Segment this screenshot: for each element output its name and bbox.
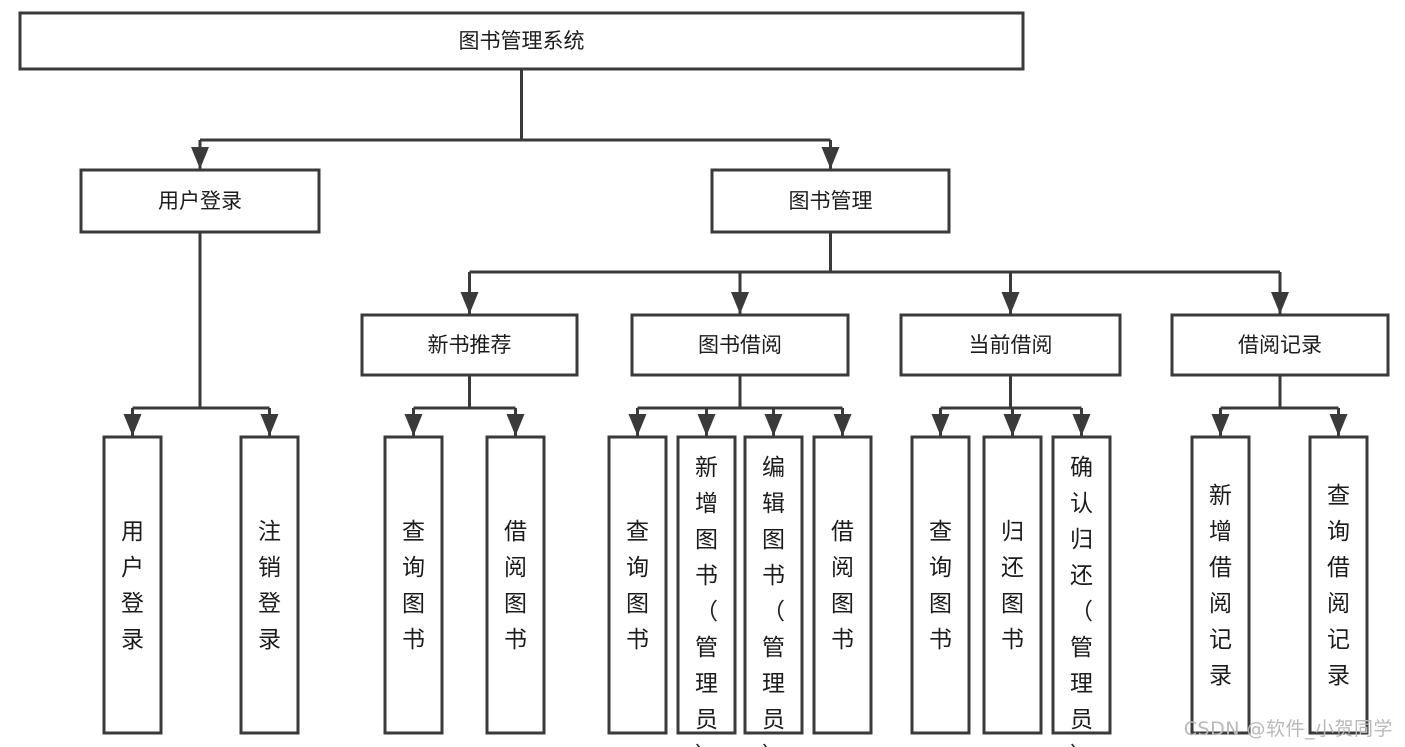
leaf-node-12[interactable]: 查询借阅记录 [1308,435,1369,735]
leaf-node-3-rect[interactable] [485,435,546,735]
arrow-head-icon [191,147,209,169]
leaf-node-9[interactable]: 归还图书 [982,435,1043,735]
arrow-head-icon [1329,414,1348,436]
level2-node-1-label: 图书管理 [789,189,873,213]
level3-node-0-label: 新书推荐 [428,333,512,357]
leaf-node-1-label: 注销登录 [258,519,281,653]
leaf-node-2-label: 查询图书 [402,519,425,653]
level3-node-3-rect[interactable] [1170,313,1390,377]
arrow-head-icon [1003,414,1022,436]
arrow-head-icon [1211,414,1230,436]
level3-node-0-rect[interactable] [360,313,579,377]
level2-node-1-rect[interactable] [710,168,951,234]
arrow-head-icon [260,414,279,436]
arrow-head-icon [833,414,852,436]
leaf-node-1[interactable]: 注销登录 [239,435,300,735]
arrow-head-icon [460,292,479,314]
arrow-head-icon [731,292,749,314]
leaf-node-0-rect[interactable] [102,435,163,735]
leaf-node-7-label: 借阅图书 [831,519,854,653]
level3-node-1-label: 图书借阅 [698,333,782,357]
leaf-node-10-label: 确认归还（管理员） [1070,455,1093,747]
leaf-node-1-rect[interactable] [239,435,300,735]
level3-node-2-rect[interactable] [899,313,1122,377]
level3-node-1[interactable]: 图书借阅 [630,313,850,377]
leaf-node-7-rect[interactable] [812,435,873,735]
leaf-node-7[interactable]: 借阅图书 [812,435,873,735]
arrow-head-icon [628,414,647,436]
leaf-node-11[interactable]: 新增借阅记录 [1190,435,1251,735]
node-layer: 图书管理系统用户登录图书管理新书推荐图书借阅当前借阅借阅记录用户登录注销登录查询… [18,11,1390,747]
root-node-label: 图书管理系统 [459,29,585,53]
root-node-rect[interactable] [18,11,1025,71]
arrow-head-icon [1072,414,1091,436]
level3-node-1-rect[interactable] [630,313,850,377]
arrow-head-icon [506,414,525,436]
leaf-node-6-rect[interactable] [743,435,804,735]
leaf-node-11-label: 新增借阅记录 [1209,483,1232,689]
level3-node-3[interactable]: 借阅记录 [1170,313,1390,377]
leaf-node-6-label: 编辑图书（管理员） [762,455,785,747]
leaf-node-10-rect[interactable] [1051,435,1112,735]
leaf-node-6[interactable]: 编辑图书（管理员） [743,435,804,747]
leaf-node-4[interactable]: 查询图书 [607,435,668,735]
leaf-node-2-rect[interactable] [383,435,444,735]
leaf-node-0[interactable]: 用户登录 [102,435,163,735]
arrow-head-icon [931,414,950,436]
arrow-head-icon [1001,292,1020,314]
level2-node-1[interactable]: 图书管理 [710,168,951,234]
arrow-head-icon [404,414,423,436]
root-node[interactable]: 图书管理系统 [18,11,1025,71]
leaf-node-2[interactable]: 查询图书 [383,435,444,735]
leaf-node-5-rect[interactable] [676,435,737,735]
leaf-node-0-label: 用户登录 [121,519,144,653]
leaf-node-4-label: 查询图书 [626,519,649,653]
leaf-node-8[interactable]: 查询图书 [910,435,971,735]
leaf-node-12-label: 查询借阅记录 [1327,483,1350,689]
connector-layer [123,69,1348,436]
leaf-node-12-rect[interactable] [1308,435,1369,735]
level2-node-0-rect[interactable] [79,168,321,234]
arrow-head-icon [821,147,840,169]
arrow-head-icon [1271,292,1289,314]
leaf-node-5[interactable]: 新增图书（管理员） [676,435,737,747]
leaf-node-5-label: 新增图书（管理员） [695,455,718,747]
leaf-node-10[interactable]: 确认归还（管理员） [1051,435,1112,747]
level2-node-0-label: 用户登录 [158,189,242,213]
arrow-head-icon [697,414,716,436]
level3-node-2[interactable]: 当前借阅 [899,313,1122,377]
leaf-node-3[interactable]: 借阅图书 [485,435,546,735]
leaf-node-11-rect[interactable] [1190,435,1251,735]
arrow-head-icon [764,414,783,436]
leaf-node-9-rect[interactable] [982,435,1043,735]
leaf-node-3-label: 借阅图书 [504,519,527,653]
leaf-node-8-rect[interactable] [910,435,971,735]
level3-node-3-label: 借阅记录 [1238,333,1322,357]
level2-node-0[interactable]: 用户登录 [79,168,321,234]
leaf-node-9-label: 归还图书 [1001,519,1024,653]
arrow-head-icon [123,414,142,436]
leaf-node-8-label: 查询图书 [929,519,952,653]
level3-node-0[interactable]: 新书推荐 [360,313,579,377]
leaf-node-4-rect[interactable] [607,435,668,735]
level3-node-2-label: 当前借阅 [969,333,1053,357]
